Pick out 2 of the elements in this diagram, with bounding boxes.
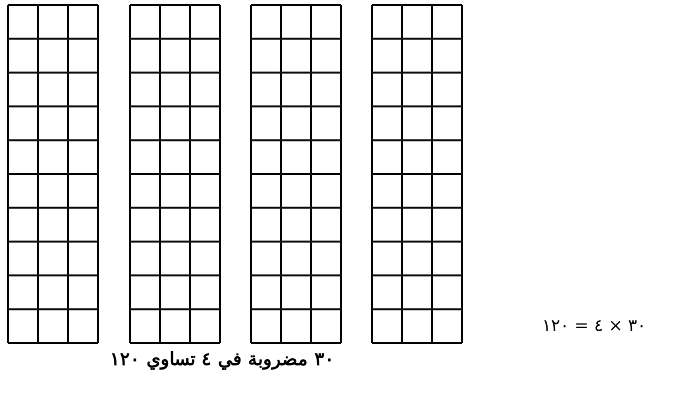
caption: ٣٠ مضروبة في ٤ تساوي ١٢٠ <box>110 348 334 370</box>
equation: ٣٠ × ٤ = ١٢٠ <box>542 315 646 336</box>
